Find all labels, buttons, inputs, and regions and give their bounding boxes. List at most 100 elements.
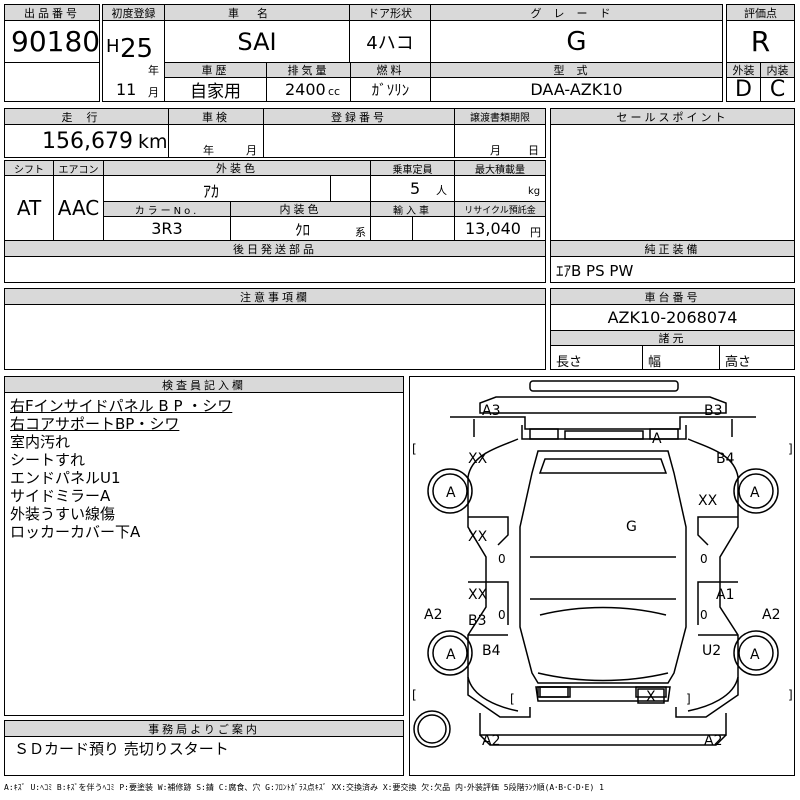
import-box-b <box>412 216 455 241</box>
transfer-label: 譲渡書類期限 <box>454 108 546 125</box>
mark-a-trunk: A <box>652 431 662 447</box>
fuel-value: ｶﾞｿﾘﾝ <box>350 77 431 102</box>
car-diagram-svg: A3 B3 A B4 XX A XX A G XX 0 0 XX A1 B3 0… <box>412 380 793 749</box>
model-value: DAA-AZK10 <box>430 77 723 102</box>
exterior-score: D <box>726 77 761 102</box>
spec-height-box <box>719 345 795 370</box>
bracket-r: ] <box>788 442 793 456</box>
grade-label: グレード <box>430 4 723 21</box>
int-color-unit: 系 <box>355 226 366 239</box>
mark-u2: U2 <box>702 643 721 659</box>
mark-g: G <box>626 519 637 535</box>
mark-a-wheel-fr: A <box>750 647 760 663</box>
reg-no-label: 登録番号 <box>263 108 455 125</box>
spec-length-label: 長さ <box>556 355 583 370</box>
sales-point-box <box>550 124 795 241</box>
inspection-year-unit: 年 <box>203 144 214 157</box>
equipment-label: 純正装備 <box>550 240 795 257</box>
later-parts-label: 後日発送部品 <box>4 240 546 257</box>
inspector-line: 室内汚れ <box>10 433 71 451</box>
import-label: 輸入車 <box>370 201 455 217</box>
era: H <box>106 36 120 57</box>
interior-score: C <box>760 77 795 102</box>
mileage-unit: km <box>138 131 168 153</box>
chassis-label: 車台番号 <box>550 288 795 305</box>
displacement-label: 排気量 <box>266 62 351 78</box>
inspector-box <box>4 392 404 716</box>
model-label: 型式 <box>430 62 723 78</box>
history-label: 車歴 <box>164 62 267 78</box>
mark-b4-right: B4 <box>716 451 735 467</box>
mark-a3: A3 <box>482 403 500 419</box>
load-unit: kg <box>528 186 541 197</box>
later-parts-box <box>4 256 546 283</box>
ac-label: エアコン <box>53 160 104 176</box>
interior-label: 内装 <box>760 62 795 78</box>
mark-zero-l1: 0 <box>498 552 506 566</box>
mark-zero-r1: 0 <box>700 552 708 566</box>
grade-value: G <box>430 20 723 63</box>
inspector-label: 検査員記入欄 <box>4 376 404 393</box>
recycle-unit: 円 <box>530 226 541 239</box>
reg-no-box <box>263 124 455 158</box>
shift-value: AT <box>4 175 54 241</box>
mark-zero-l2: 0 <box>498 608 506 622</box>
mark-b4-left: B4 <box>482 643 501 659</box>
capacity-label: 乗車定員 <box>370 160 455 176</box>
lot-no-value: 90180 <box>4 20 100 63</box>
office-box <box>4 736 404 776</box>
displacement-unit: cc <box>328 85 341 98</box>
chassis-value: AZK10-2068074 <box>550 304 795 331</box>
transfer-box <box>454 124 546 158</box>
inspector-line: 右Fインサイドパネル B P ・シワ <box>10 397 233 415</box>
score-value: R <box>726 20 795 63</box>
year-unit: 年 <box>148 64 159 77</box>
mark-xx-left-mid: XX <box>468 529 488 545</box>
car-diagram: A3 B3 A B4 XX A XX A G XX 0 0 XX A1 B3 0… <box>409 376 795 776</box>
car-name-value: SAI <box>164 20 350 63</box>
office-label: 事務局よりご案内 <box>4 720 404 737</box>
ext-color-value: ｱｶ <box>203 182 220 201</box>
office-text: ＳＤカード預り 売切りスタート <box>14 740 229 758</box>
mark-x-front: X <box>646 689 656 705</box>
shift-label: シフト <box>4 160 54 176</box>
equipment-box <box>550 256 795 283</box>
notes-label: 注意事項欄 <box>4 288 546 305</box>
mark-xx-left-top: XX <box>468 451 488 467</box>
inspector-line: 右コアサポートBP・シワ <box>10 415 180 433</box>
mark-a-wheel-rl: A <box>446 485 456 501</box>
fuel-label: 燃料 <box>350 62 431 78</box>
ac-value: AAC <box>53 175 104 241</box>
door-label: ドア形状 <box>349 4 431 21</box>
mark-a1: A1 <box>716 587 734 603</box>
mark-a-wheel-rr: A <box>750 485 760 501</box>
legend: A:ｷｽﾞ U:ﾍｺﾐ B:ｷｽﾞを伴うﾍｺﾐ P:要塗装 W:補修跡 S:錆 … <box>4 783 604 792</box>
mark-b3-top: B3 <box>704 403 723 419</box>
door-value: 4ハコ <box>349 20 431 63</box>
mark-a2-bl: A2 <box>482 733 500 749</box>
inspector-line: ロッカーカバー下A <box>10 523 141 541</box>
transfer-month-unit: 月 <box>490 144 501 157</box>
exterior-label: 外装 <box>726 62 761 78</box>
mark-a-wheel-fl: A <box>446 647 456 663</box>
import-box-a <box>370 216 413 241</box>
mark-a2-right: A2 <box>762 607 780 623</box>
spec-height-label: 高さ <box>725 355 752 370</box>
color-no-label: カラーNo. <box>103 201 231 217</box>
mark-b3-left: B3 <box>468 613 487 629</box>
first-reg-year: 25 <box>120 34 154 64</box>
capacity-unit: 人 <box>436 184 447 197</box>
inspector-line: サイドミラーA <box>10 487 111 505</box>
notes-box <box>4 304 546 370</box>
inspection-month-unit: 月 <box>246 144 257 157</box>
inspector-line: 外装うすい線傷 <box>10 505 116 523</box>
bracket-r3: ] <box>686 692 691 706</box>
bracket-l: [ <box>412 442 417 456</box>
mark-xx-right: XX <box>698 493 718 509</box>
int-color-label: 内装色 <box>230 201 371 217</box>
spec-width-label: 幅 <box>648 355 662 370</box>
equipment-value: ｴｱB PS PW <box>556 262 634 280</box>
color-no-value: 3R3 <box>103 216 231 241</box>
capacity-value: 5 <box>410 179 421 198</box>
mark-a2-left: A2 <box>424 607 442 623</box>
